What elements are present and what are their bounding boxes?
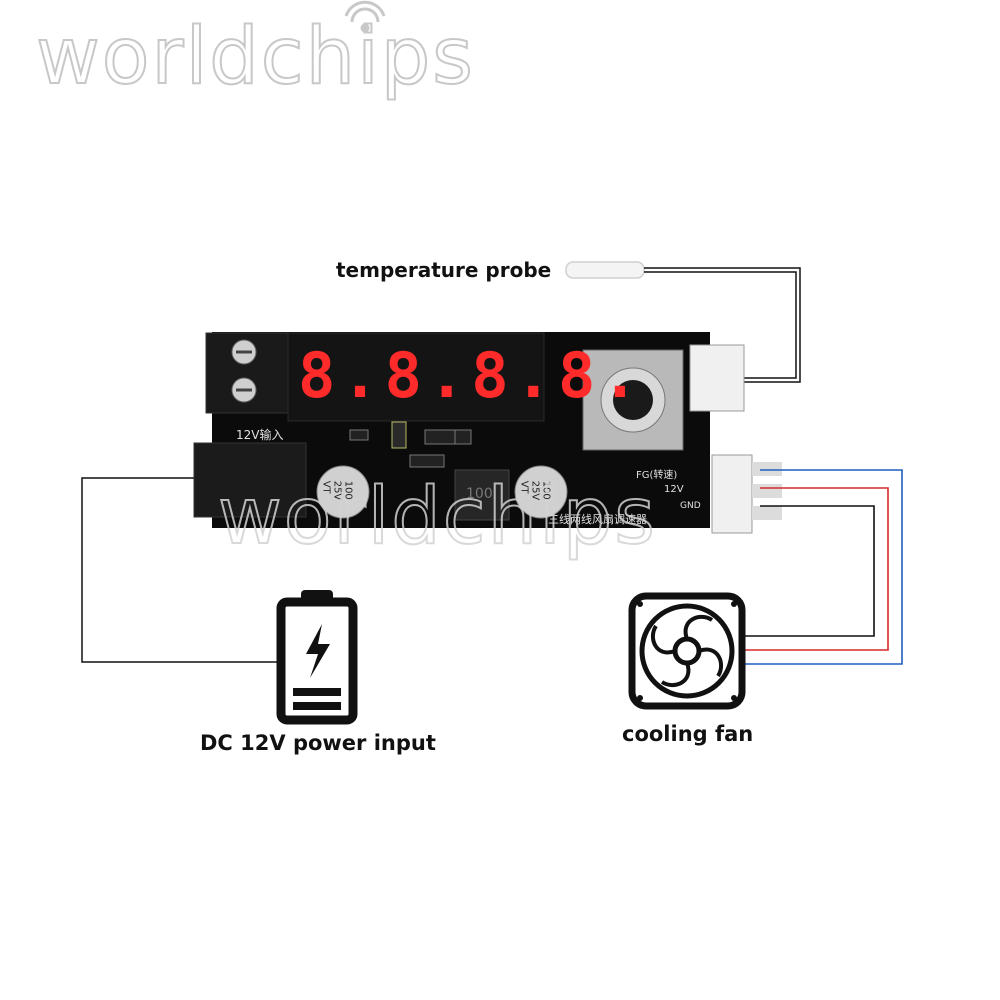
board-bottom-text: 三线两线风扇调速器	[548, 513, 647, 526]
12v-label: 12V	[664, 484, 684, 495]
wifi-icon	[344, 0, 386, 33]
temperature-probe-label: temperature probe	[336, 258, 552, 282]
fan-connector	[711, 454, 753, 534]
pcb-board	[193, 332, 782, 534]
inductor-text: 100	[466, 486, 493, 502]
fg-label: FG(转速)	[636, 470, 678, 481]
capacitor-right	[514, 465, 568, 519]
smd-component	[391, 421, 407, 449]
fan-wire-red	[744, 487, 889, 651]
temperature-probe	[565, 261, 801, 383]
rotary-encoder	[582, 349, 684, 451]
probe-connector	[689, 344, 745, 412]
screw-terminal	[205, 332, 289, 414]
inductor	[454, 469, 510, 521]
gnd-label: GND	[680, 501, 701, 511]
fan-icon	[628, 592, 746, 710]
capacitor-left	[316, 465, 370, 519]
led-display: 8.8.8.8.	[298, 339, 645, 412]
dc-jack	[193, 442, 307, 518]
top-watermark: worldchips	[35, 11, 475, 103]
fan-wire-black	[744, 505, 875, 637]
power-input-caption: DC 12V power input	[200, 731, 436, 755]
cooling-fan-label: cooling fan	[622, 722, 754, 746]
power-wire	[81, 477, 278, 663]
led-display-frame	[287, 332, 545, 422]
fan-wire-blue	[744, 469, 903, 665]
power-input-label: 12V输入	[236, 428, 284, 442]
battery-icon	[276, 590, 358, 725]
middle-watermark: worldchips	[217, 471, 657, 563]
